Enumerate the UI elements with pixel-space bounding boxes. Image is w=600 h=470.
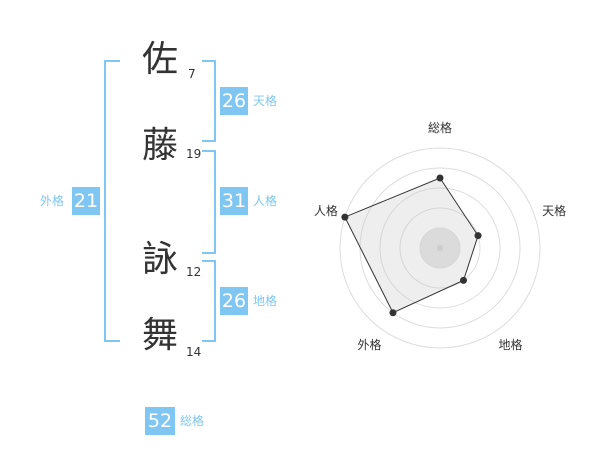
- radar-axis-label: 天格: [542, 203, 566, 218]
- radar-point: [474, 232, 482, 240]
- surname-char-1-strokes: 7: [188, 67, 196, 81]
- radar-axis-label: 総格: [428, 120, 452, 135]
- given-char-2: 舞: [141, 315, 178, 356]
- jinkaku-value: 31: [220, 187, 248, 215]
- radar-axis-label: 人格: [314, 203, 338, 218]
- soukaku-label: 総格: [180, 414, 205, 428]
- jinkaku-bracket: [202, 150, 216, 254]
- given-char-2-strokes: 14: [186, 345, 202, 359]
- gaikaku-label: 外格: [40, 194, 65, 208]
- radar-point: [436, 174, 444, 182]
- radar-point: [389, 309, 397, 317]
- surname-char-1: 佐: [141, 39, 178, 80]
- chikaku-label: 地格: [253, 294, 278, 308]
- radar-axis-label: 地格: [499, 337, 523, 352]
- jinkaku-label: 人格: [253, 194, 278, 208]
- chikaku-bracket: [202, 260, 216, 342]
- radar-axis-label: 外格: [357, 337, 381, 352]
- tenkaku-label: 天格: [253, 94, 278, 108]
- given-char-1: 詠: [141, 239, 178, 280]
- radar-area: [344, 177, 479, 314]
- gaikaku-value: 21: [72, 187, 100, 215]
- gaikaku-bracket: [104, 60, 120, 342]
- soukaku-value: 52: [145, 407, 175, 435]
- tenkaku-bracket: [202, 60, 216, 142]
- radar-center: [437, 245, 443, 251]
- radar-point: [341, 213, 349, 221]
- surname-char-2: 藤: [141, 125, 178, 166]
- chikaku-value: 26: [220, 287, 248, 315]
- given-char-1-strokes: 12: [186, 265, 202, 279]
- radar-point: [460, 276, 468, 284]
- tenkaku-value: 26: [220, 87, 248, 115]
- surname-char-2-strokes: 19: [186, 147, 202, 161]
